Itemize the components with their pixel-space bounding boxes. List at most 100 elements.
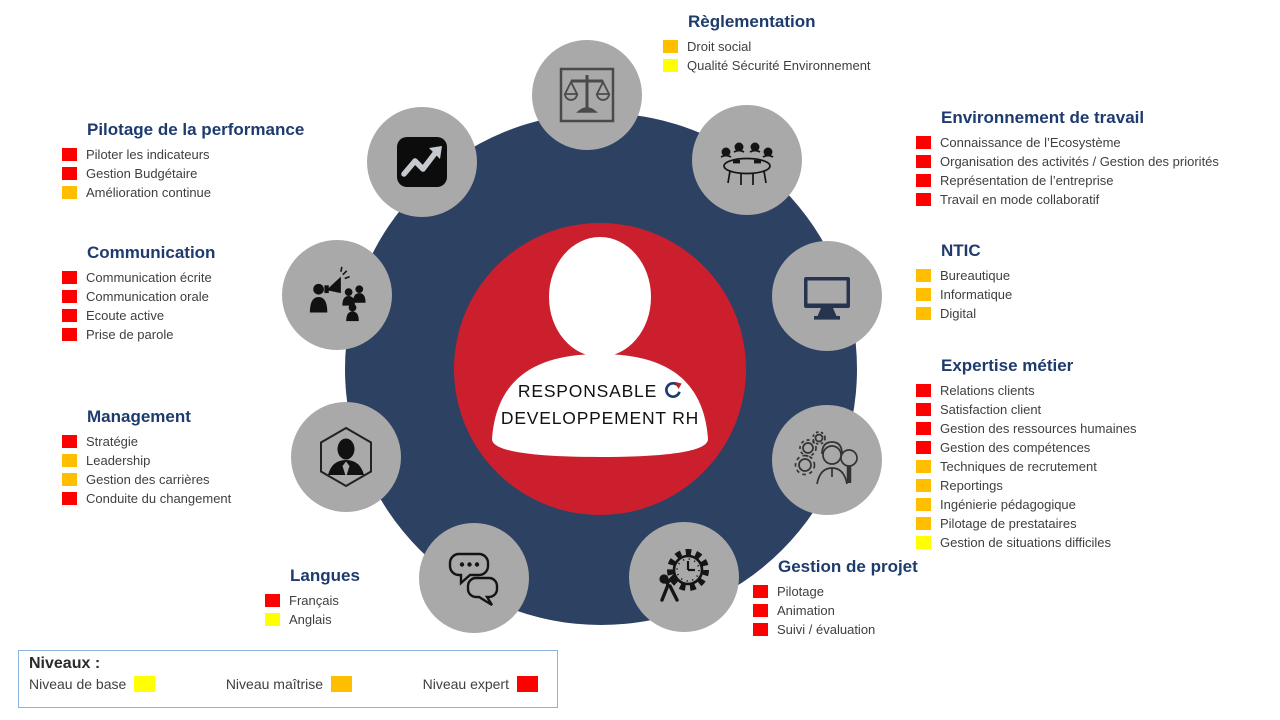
skill-item: Reportings (916, 476, 1137, 495)
legend-entry: Niveau maîtrise (226, 676, 361, 692)
legend-label: Niveau de base (29, 676, 127, 692)
node-langues (419, 523, 529, 633)
skill-item: Pilotage (753, 582, 918, 601)
skill-item: Gestion des carrières (62, 470, 231, 489)
level-swatch-expert (62, 167, 77, 180)
legend-label: Niveau maîtrise (225, 676, 324, 692)
analyst-gears-icon (794, 431, 858, 485)
level-swatch-expert (916, 422, 931, 435)
level-swatch-expert (62, 271, 77, 284)
skill-label: Stratégie (86, 434, 139, 449)
skill-item: Techniques de recrutement (916, 457, 1137, 476)
skill-label: Suivi / évaluation (777, 622, 876, 637)
skill-label: Communication écrite (86, 270, 212, 285)
category-title: Expertise métier (941, 356, 1074, 375)
scales-icon (559, 67, 615, 123)
skill-label: Pilotage (777, 584, 824, 599)
level-swatch-maitrise (62, 473, 77, 486)
level-swatch-expert (62, 328, 77, 341)
skill-item: Animation (753, 601, 918, 620)
node-reglementation (532, 40, 642, 150)
skill-item: Communication écrite (62, 268, 215, 287)
category-title: Communication (87, 243, 216, 262)
level-swatch-base (916, 536, 931, 549)
category-title: NTIC (941, 241, 981, 260)
speech-bubbles-icon (448, 552, 499, 607)
level-swatch-maitrise (916, 479, 931, 492)
category-title: Environnement de travail (941, 108, 1145, 127)
inner-red-circle: RESPONSABLE DEVELOPPEMENT RH (454, 223, 746, 515)
skill-label: Techniques de recrutement (940, 459, 1097, 474)
role-line1: RESPONSABLE (517, 381, 658, 401)
level-swatch-maitrise (916, 517, 931, 530)
skill-item: Conduite du changement (62, 489, 231, 508)
skill-label: Français (289, 593, 339, 608)
level-swatch-expert (916, 136, 931, 149)
legend-label: Niveau expert (422, 676, 509, 692)
skill-item: Qualité Sécurité Environnement (663, 56, 871, 75)
skill-label: Conduite du changement (86, 491, 232, 506)
level-swatch-maitrise (916, 288, 931, 301)
node-ntic (772, 241, 882, 351)
level-swatch-expert (916, 384, 931, 397)
category-performance: Pilotage de la performance Piloter les i… (62, 120, 304, 202)
category-title: Management (87, 407, 191, 426)
monitor-icon (804, 277, 850, 320)
level-swatch-base (134, 676, 156, 692)
skill-item: Pilotage de prestataires (916, 514, 1137, 533)
node-projet (629, 522, 739, 632)
skill-item: Informatique (916, 285, 1012, 304)
skill-label: Animation (777, 603, 835, 618)
skill-label: Digital (940, 306, 977, 321)
role-line2: DEVELOPPEMENT RH (500, 408, 700, 428)
skill-label: Communication orale (86, 289, 209, 304)
skill-item: Gestion des ressources humaines (916, 419, 1137, 438)
skill-item: Stratégie (62, 432, 231, 451)
skill-label: Gestion des ressources humaines (940, 421, 1137, 436)
legend-entries: Niveau de base Niveau maîtrise Niveau expe… (29, 676, 547, 692)
refresh-icon (665, 381, 682, 398)
skill-item: Leadership (62, 451, 231, 470)
level-swatch-expert (916, 155, 931, 168)
level-swatch-base (265, 613, 280, 626)
legend-entry: Niveau de base (29, 676, 164, 692)
skill-item: Gestion de situations difficiles (916, 533, 1137, 552)
node-expertise (772, 405, 882, 515)
meeting-table-icon (720, 142, 774, 185)
skill-item: Connaissance de l’Ecosystème (916, 133, 1219, 152)
level-swatch-base (663, 59, 678, 72)
hexagon-person-icon (320, 426, 372, 488)
level-swatch-maitrise (916, 460, 931, 473)
category-title: Gestion de projet (778, 557, 918, 576)
skill-item: Ingénierie pédagogique (916, 495, 1137, 514)
skill-label: Leadership (86, 453, 151, 468)
level-swatch-expert (916, 441, 931, 454)
skill-label: Relations clients (940, 383, 1035, 398)
level-swatch-expert (62, 492, 77, 505)
level-swatch-expert (62, 148, 77, 161)
skill-label: Gestion des carrières (86, 472, 210, 487)
level-swatch-expert (753, 623, 768, 636)
skill-item: Ecoute active (62, 306, 215, 325)
level-swatch-expert (62, 435, 77, 448)
node-management (291, 402, 401, 512)
skill-label: Pilotage de prestataires (940, 516, 1077, 531)
level-swatch-maitrise (663, 40, 678, 53)
skill-label: Représentation de l’entreprise (940, 173, 1114, 188)
skill-item: Suivi / évaluation (753, 620, 918, 639)
level-swatch-maitrise (916, 498, 931, 511)
category-title: Pilotage de la performance (87, 120, 305, 139)
category-environnement: Environnement de travail Connaissance de… (916, 108, 1219, 209)
node-performance (367, 107, 477, 217)
skill-label: Prise de parole (86, 327, 174, 342)
